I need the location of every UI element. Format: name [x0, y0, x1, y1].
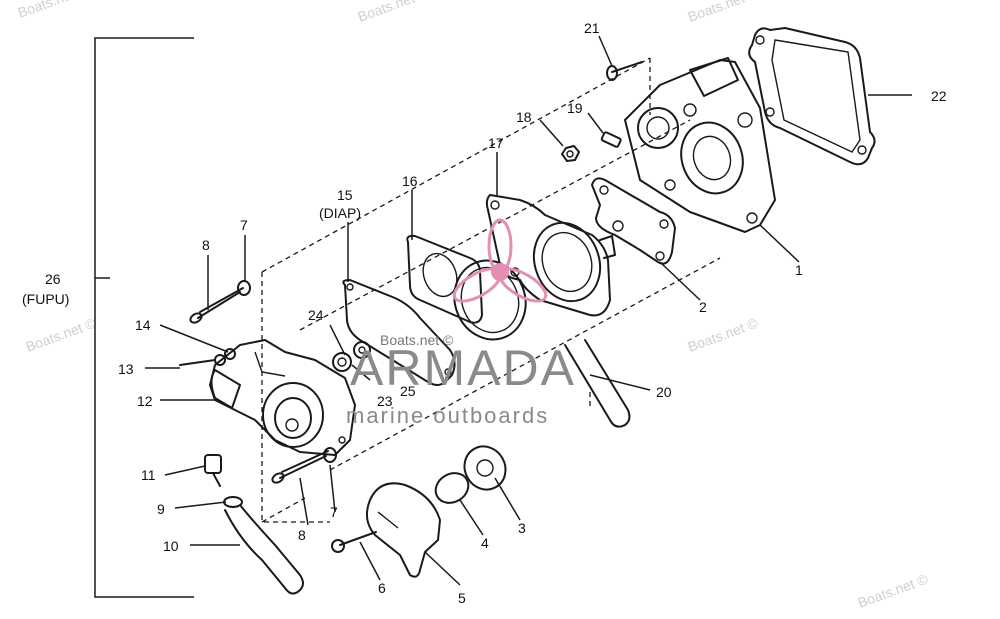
label-part-11: 11	[141, 467, 156, 483]
part-18-nut[interactable]	[561, 145, 580, 162]
part-19-pin[interactable]	[600, 131, 622, 148]
label-part-17: 17	[488, 135, 504, 151]
part-12-pump-body[interactable]	[209, 339, 356, 456]
label-part-10: 10	[163, 538, 179, 554]
watermark-text: Boats.net ©	[856, 570, 931, 610]
watermark-text: Boats.net ©	[356, 0, 431, 25]
label-part-8-top: 8	[202, 237, 210, 253]
part-1-housing[interactable]	[624, 57, 776, 233]
part-5-filter-cover[interactable]	[365, 482, 441, 578]
label-part-7-top: 7	[240, 217, 248, 233]
label-part-20: 20	[656, 384, 672, 400]
part-17-cover[interactable]	[485, 194, 616, 317]
brand-tagline: marine outboards	[346, 403, 549, 428]
label-part-7-bottom: 7	[330, 504, 338, 520]
label-part-3: 3	[518, 520, 526, 536]
label-part-21: 21	[584, 20, 600, 36]
label-part-13: 13	[118, 361, 134, 377]
part-14-washer[interactable]	[224, 348, 236, 360]
label-part-25: 25	[400, 383, 416, 399]
label-part-19: 19	[567, 100, 583, 116]
part-15-diaphragm[interactable]	[342, 279, 456, 386]
label-part-26: 26	[45, 271, 61, 287]
brand-watermark: Boats.net © ARMADA marine outboards	[346, 218, 576, 428]
label-part-24: 24	[308, 307, 324, 323]
part-22-gasket[interactable]	[748, 27, 876, 166]
part-4-seal[interactable]	[430, 467, 473, 508]
label-part-23: 23	[377, 393, 393, 409]
label-part-18: 18	[516, 109, 532, 125]
brand-name: ARMADA	[350, 340, 576, 396]
label-part-9: 9	[157, 501, 165, 517]
label-part-16: 16	[402, 173, 418, 189]
label-part-2: 2	[699, 299, 707, 315]
label-part-6: 6	[378, 580, 386, 596]
label-part-5: 5	[458, 590, 466, 606]
part-10-hose[interactable]	[224, 504, 304, 595]
part-16-gasket[interactable]	[406, 234, 536, 350]
part-8-screw-top[interactable]	[189, 287, 244, 324]
part-24-check-valve[interactable]	[332, 352, 352, 372]
leader-lines	[145, 35, 912, 586]
label-part-22: 22	[931, 88, 947, 104]
label-part-14: 14	[135, 317, 151, 333]
watermark-text-center: Boats.net ©	[380, 332, 454, 348]
part-20-tube[interactable]	[564, 339, 631, 428]
label-part-15-sub: (DIAP)	[319, 205, 361, 221]
label-part-12: 12	[137, 393, 153, 409]
label-part-1: 1	[795, 262, 803, 278]
part-labels: 1 2 3 4 5 6 7 7 8 8 9 10 11 12 13 14 15 …	[22, 20, 947, 606]
label-part-4: 4	[481, 535, 489, 551]
part-11-fitting[interactable]	[204, 454, 222, 487]
assembly-bracket	[94, 37, 194, 598]
watermark-text: Boats.net ©	[686, 314, 761, 354]
label-part-26-sub: (FUPU)	[22, 291, 69, 307]
label-part-8-bottom: 8	[298, 527, 306, 543]
part-3-filter-screen[interactable]	[457, 439, 514, 497]
label-part-15: 15	[337, 187, 353, 203]
part-7-lockwasher-bottom[interactable]	[323, 447, 337, 463]
watermark-text: Boats.net ©	[16, 0, 91, 21]
part-6-screw[interactable]	[331, 531, 377, 553]
part-8-screw-bottom[interactable]	[271, 450, 329, 484]
watermark-text: Boats.net ©	[24, 314, 99, 354]
propeller-logo	[452, 218, 548, 303]
watermark-text: Boats.net ©	[686, 0, 761, 25]
alignment-lines	[261, 57, 721, 523]
part-13-screw[interactable]	[179, 354, 226, 366]
part-25-check-valve[interactable]	[353, 341, 371, 359]
part-7-lockwasher-top[interactable]	[237, 280, 251, 296]
part-2-plate[interactable]	[591, 177, 676, 265]
